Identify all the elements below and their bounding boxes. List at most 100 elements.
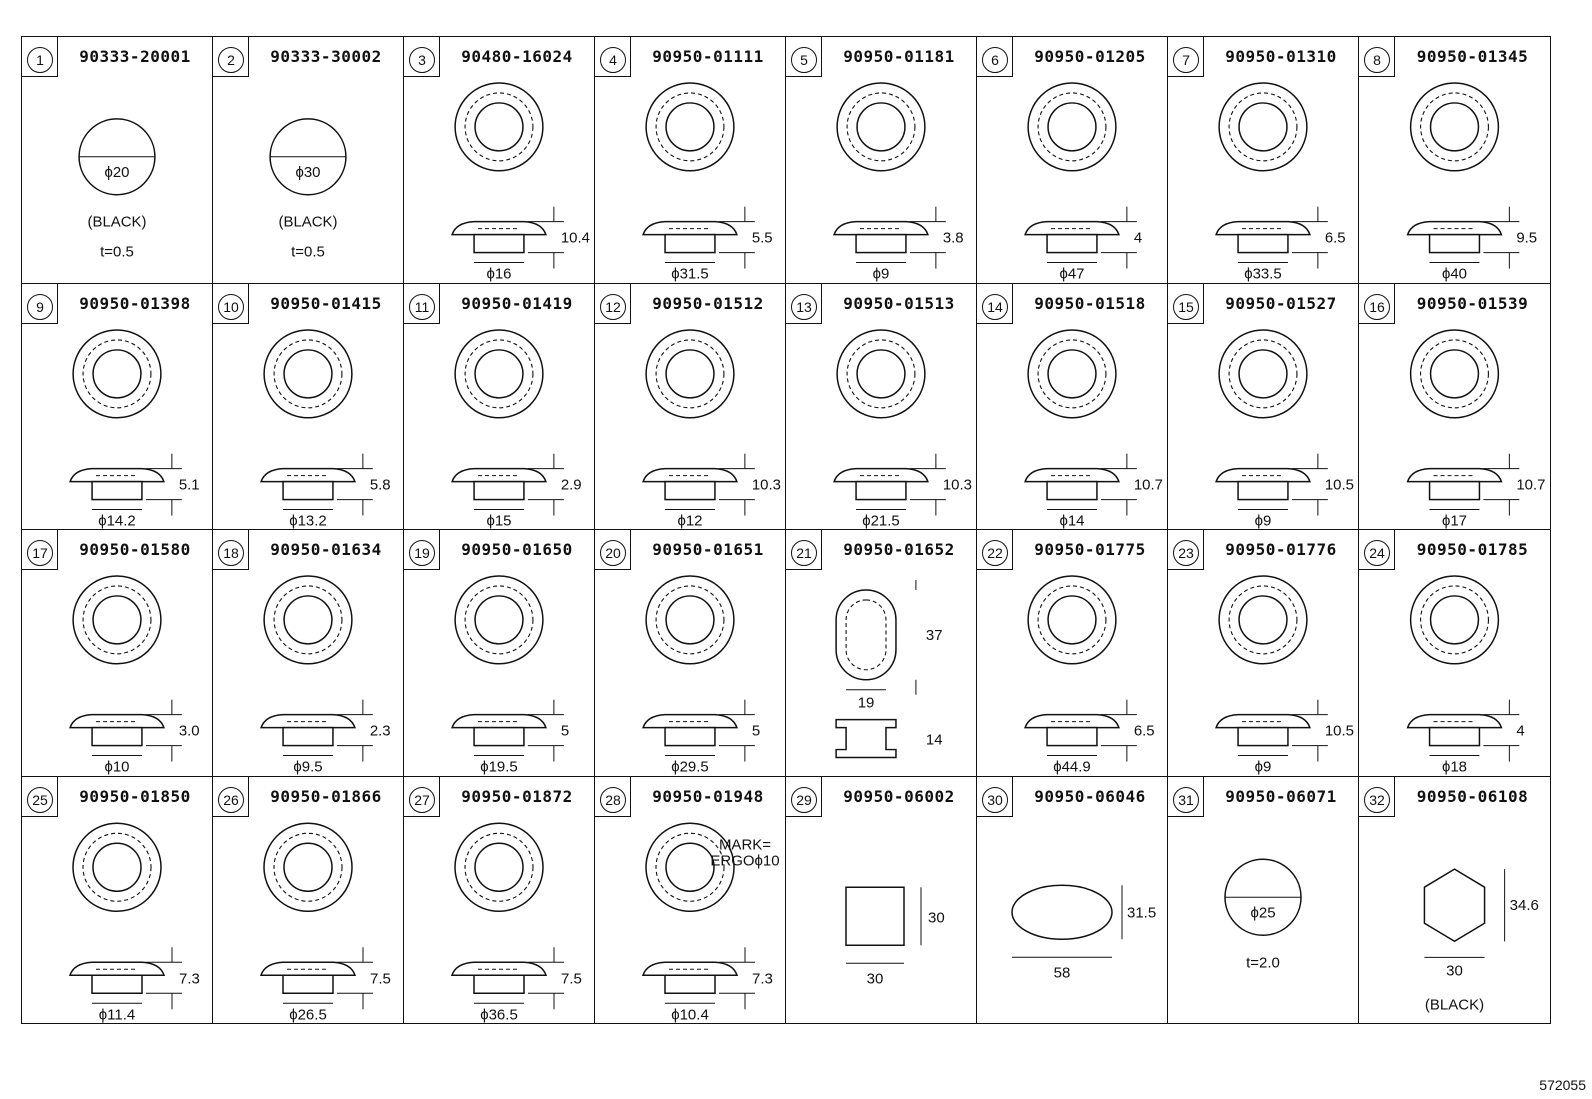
top-view <box>454 82 544 172</box>
height-dimension: 7.5 <box>561 970 582 987</box>
side-view <box>833 467 929 500</box>
diameter-dimension: ϕ11.4 <box>99 1006 135 1023</box>
part-cell: 14 90950-01518 10.7 ϕ14 <box>977 283 1168 530</box>
item-number-box: 15 <box>1168 283 1204 324</box>
side-view <box>450 961 548 994</box>
height-dimension: 10.7 <box>1516 476 1545 493</box>
height-dimension: 5 <box>752 723 760 740</box>
item-number-box: 20 <box>595 530 631 570</box>
item-number-box: 7 <box>1168 37 1204 77</box>
item-number: 24 <box>1364 540 1390 566</box>
oval-side <box>835 718 897 759</box>
diameter-dimension: ϕ20 <box>104 164 129 181</box>
part-number: 90950-01652 <box>843 540 955 559</box>
item-number-box: 19 <box>404 530 440 570</box>
part-number: 90950-06108 <box>1416 786 1529 806</box>
part-number: 90950-01111 <box>652 47 764 66</box>
item-number-box: 1 <box>22 37 58 77</box>
diameter-dimension: ϕ14.2 <box>98 512 135 529</box>
part-drawing: 10.3 ϕ12 <box>642 328 781 529</box>
item-number: 15 <box>1173 293 1199 320</box>
part-number: 90950-01539 <box>1416 293 1529 313</box>
part-number: 90950-01205 <box>1034 47 1146 66</box>
hexagon-outline <box>1423 867 1486 942</box>
item-number: 5 <box>791 47 817 73</box>
diameter-dimension: ϕ29.5 <box>671 759 708 776</box>
top-view <box>72 575 162 665</box>
diameter-dimension: ϕ30 <box>295 164 320 181</box>
item-number-box: 28 <box>595 776 631 817</box>
side-view <box>451 467 547 500</box>
height-dimension: 10.3 <box>752 476 781 493</box>
height-dimension: 7.5 <box>370 970 391 987</box>
item-number-box: 14 <box>977 283 1013 324</box>
part-number: 90950-01398 <box>79 293 191 313</box>
item-number: 27 <box>409 786 435 813</box>
item-number-box: 26 <box>213 776 249 817</box>
item-number-box: 2 <box>213 37 249 77</box>
item-number: 16 <box>1364 293 1390 320</box>
part-number: 90950-01785 <box>1416 540 1529 559</box>
part-drawing: 7.3 ϕ11.4 <box>68 822 200 1023</box>
part-number: 90950-01512 <box>652 293 764 313</box>
diameter-dimension: ϕ47 <box>1059 266 1084 283</box>
part-number: 90950-01775 <box>1034 540 1146 559</box>
top-view <box>836 82 926 172</box>
diameter-dimension: ϕ12 <box>677 512 702 529</box>
side-view <box>1406 467 1503 500</box>
ellipse-outline <box>1011 884 1113 940</box>
item-number-box: 6 <box>977 37 1013 77</box>
item-number: 29 <box>791 786 817 813</box>
item-number: 11 <box>409 293 435 320</box>
top-view <box>645 328 735 419</box>
height-dimension: 6.5 <box>1325 230 1346 247</box>
oval-top <box>835 589 897 681</box>
item-number-box: 23 <box>1168 530 1204 570</box>
height-dimension: 31.5 <box>1127 904 1156 921</box>
part-drawing: 34.630(BLACK) <box>1423 867 1539 1013</box>
part-number: 90950-01518 <box>1034 293 1146 313</box>
side-view <box>1024 713 1120 747</box>
item-number: 4 <box>600 47 626 73</box>
item-number-box: 25 <box>22 776 58 817</box>
height-dimension: 10.4 <box>561 230 590 247</box>
width-dimension: 19 <box>858 695 875 712</box>
diameter-dimension: ϕ14 <box>1059 512 1084 529</box>
diameter-dimension: ϕ19.5 <box>480 759 517 776</box>
item-number-box: 4 <box>595 37 631 77</box>
top-view <box>454 822 544 912</box>
diameter-dimension: ϕ31.5 <box>671 266 708 283</box>
top-view <box>263 575 353 665</box>
top-view <box>1027 328 1117 419</box>
height-dimension: 10.7 <box>1134 476 1163 493</box>
item-number: 8 <box>1364 47 1390 73</box>
top-view <box>454 575 544 665</box>
part-number: 90950-01776 <box>1225 540 1337 559</box>
diameter-dimension: ϕ36.5 <box>480 1006 518 1023</box>
item-number-box: 9 <box>22 283 58 324</box>
height-dimension: 10.5 <box>1325 723 1354 740</box>
height-dimension: 7.3 <box>179 970 200 987</box>
height-dimension: 9.5 <box>1516 230 1537 247</box>
diameter-dimension: ϕ9 <box>873 266 890 283</box>
